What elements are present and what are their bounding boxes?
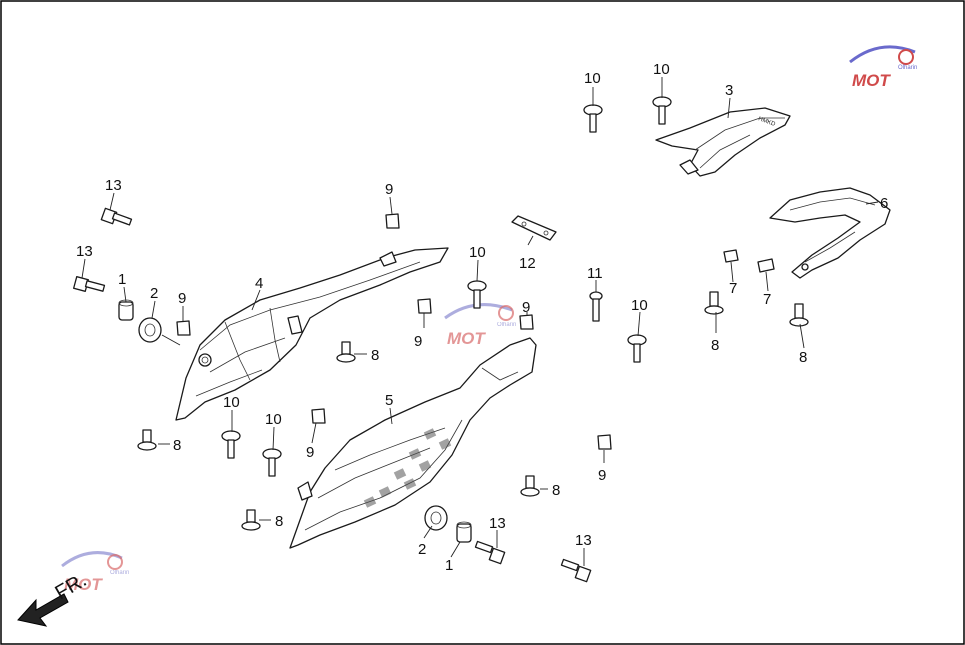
logo-text: MOT <box>852 71 891 90</box>
part-10-screws <box>221 96 672 477</box>
callout-3: 3 <box>725 82 733 99</box>
callout-12: 12 <box>519 255 536 272</box>
callout-labels: 10 10 3 13 9 6 13 1 2 9 4 10 12 11 9 10 … <box>76 61 888 574</box>
part-1-spacer-right <box>456 521 472 543</box>
part-9-clip-nuts <box>176 213 612 450</box>
callout-10: 10 <box>653 61 670 78</box>
watermark-text: MOT <box>64 575 103 594</box>
callout-1: 1 <box>118 271 126 288</box>
callout-8: 8 <box>799 349 807 366</box>
callout-8: 8 <box>711 337 719 354</box>
callout-7: 7 <box>763 291 771 308</box>
callout-9: 9 <box>178 290 186 307</box>
callout-13: 13 <box>105 177 122 194</box>
part-11-screw <box>589 291 603 322</box>
callout-13: 13 <box>575 532 592 549</box>
part-5-right-side-cover <box>289 337 537 549</box>
callout-9: 9 <box>385 181 393 198</box>
leader-lines <box>81 77 879 566</box>
callout-10: 10 <box>631 297 648 314</box>
part-4-left-side-cover <box>175 247 449 421</box>
part-6-rear-bracket <box>769 187 891 279</box>
watermark-gear <box>498 305 514 321</box>
callout-13: 13 <box>76 243 93 260</box>
part-3-rear-top-cover: HMKD <box>655 107 791 177</box>
part-1-spacer-left <box>118 299 134 321</box>
front-arrow-icon <box>17 593 69 627</box>
brand-logo-top: MOT Olharin <box>849 45 917 90</box>
callout-10: 10 <box>265 411 282 428</box>
watermark-subtext: Olharin <box>110 570 129 576</box>
callout-10: 10 <box>469 244 486 261</box>
watermark-gear <box>107 554 123 570</box>
callout-1: 1 <box>445 557 453 574</box>
watermark-center: MOT Olharin <box>444 303 516 348</box>
callout-9: 9 <box>414 333 422 350</box>
callout-6: 6 <box>880 195 888 212</box>
callout-9: 9 <box>598 467 606 484</box>
callout-5: 5 <box>385 392 393 409</box>
watermark-subtext: Olharin <box>497 322 516 328</box>
callout-2: 2 <box>418 541 426 558</box>
front-direction-indicator: FR. <box>17 569 90 627</box>
part-7-clip-left <box>723 249 739 263</box>
callout-7: 7 <box>729 280 737 297</box>
callout-8: 8 <box>173 437 181 454</box>
callout-10: 10 <box>223 394 240 411</box>
watermark-bottom-left: MOT Olharin <box>61 551 129 594</box>
callout-8: 8 <box>371 347 379 364</box>
part-2-grommet-right <box>424 505 448 531</box>
part-2-grommet-left <box>138 317 181 346</box>
callout-13: 13 <box>489 515 506 532</box>
part-12-plate <box>511 215 557 241</box>
callout-10: 10 <box>584 70 601 87</box>
part-3-stamp: HMKD <box>757 116 776 128</box>
callout-4: 4 <box>255 275 263 292</box>
callout-9: 9 <box>306 444 314 461</box>
part-8-bolts <box>137 291 809 531</box>
watermark-text: MOT <box>447 329 486 348</box>
callout-8: 8 <box>275 513 283 530</box>
callout-2: 2 <box>150 285 158 302</box>
callout-9: 9 <box>522 299 530 316</box>
callout-11: 11 <box>587 265 603 282</box>
logo-subtext: Olharin <box>898 65 917 71</box>
part-7-clip-right <box>757 258 775 273</box>
part-13-bolts <box>73 207 592 583</box>
logo-gear <box>898 49 914 65</box>
callout-8: 8 <box>552 482 560 499</box>
